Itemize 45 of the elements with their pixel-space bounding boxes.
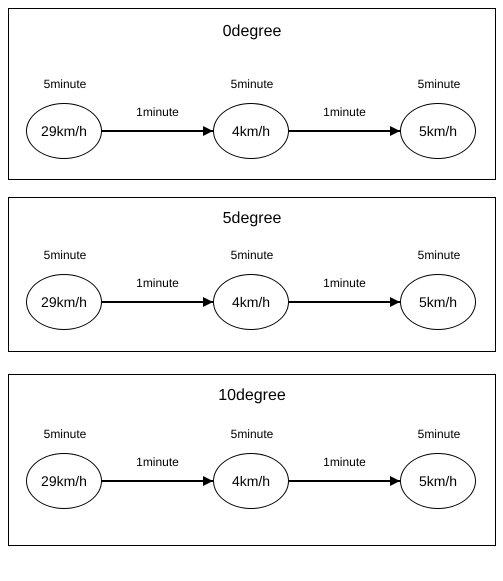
panel-frame [8,374,496,546]
speed-ellipse [26,453,102,509]
arrow [289,476,400,486]
duration-label: 5minute [42,248,88,262]
panel-title: 5degree [222,210,282,228]
duration-label: 5minute [42,77,88,91]
speed-text: 4km/h [232,294,270,310]
speed-ellipse [26,274,102,330]
arrow [102,126,213,136]
speed-ellipse [400,453,476,509]
speed-text: 29km/h [41,123,87,139]
speed-ellipse [213,274,289,330]
speed-ellipse [213,453,289,509]
speed-text: 29km/h [41,473,87,489]
edge-label: 1minute [322,455,367,469]
edge-label: 1minute [322,105,367,119]
arrow [289,126,400,136]
duration-label: 5minute [230,77,274,91]
duration-label: 5minute [230,427,274,441]
arrow [102,297,213,307]
arrow [102,476,213,486]
duration-label: 5minute [416,427,462,441]
speed-text: 5km/h [418,473,458,489]
edge-label: 1minute [135,105,180,119]
panel-title: 10degree [217,387,287,405]
duration-label: 5minute [416,77,462,91]
panel-title: 0degree [222,23,282,41]
speed-text: 5km/h [418,294,458,310]
speed-ellipse [400,274,476,330]
edge-label: 1minute [322,276,367,290]
speed-ellipse [400,103,476,159]
speed-text: 4km/h [232,473,270,489]
edge-label: 1minute [135,276,180,290]
edge-label: 1minute [135,455,180,469]
panel-frame [8,197,496,352]
speed-text: 29km/h [41,294,87,310]
speed-ellipse [213,103,289,159]
arrow [289,297,400,307]
speed-text: 5km/h [418,123,458,139]
panel-frame [8,8,496,180]
speed-ellipse [26,103,102,159]
duration-label: 5minute [42,427,88,441]
speed-text: 4km/h [232,123,270,139]
duration-label: 5minute [416,248,462,262]
duration-label: 5minute [230,248,274,262]
